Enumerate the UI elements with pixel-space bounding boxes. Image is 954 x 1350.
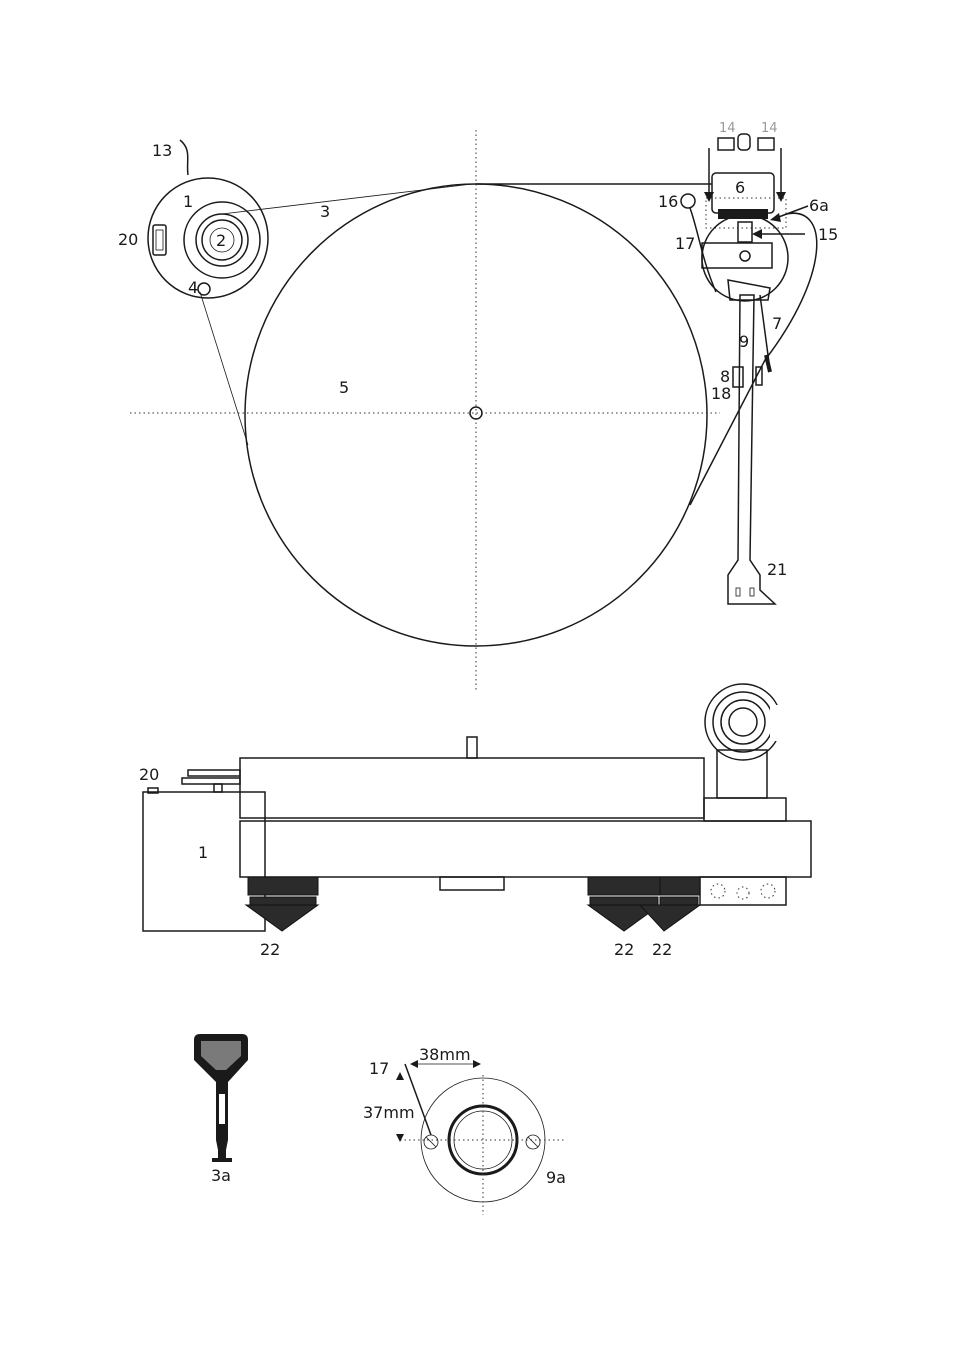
dim-38-arrow-left (410, 1060, 418, 1068)
anti-skate-arrow-head (752, 229, 762, 239)
power-cable (180, 140, 188, 175)
platter-side (240, 758, 704, 818)
label-16: 16 (658, 192, 678, 211)
label-dim-37mm: 37mm (363, 1103, 415, 1122)
headshell-slot-left (736, 588, 740, 596)
arm-pillar-side (717, 750, 767, 798)
connector-3 (761, 884, 775, 898)
label-6a: 6a (809, 196, 829, 215)
arm-mounting-plate: 17 38mm 37mm 9a (363, 1045, 566, 1215)
weight-right (758, 138, 774, 150)
label-20-side: 20 (139, 765, 159, 784)
mount-plate-hole (454, 1111, 512, 1169)
label-13: 13 (152, 141, 172, 160)
pulley-ring-lower (182, 778, 240, 784)
weight-middle (738, 134, 750, 150)
counterweight-rear-ring2 (721, 700, 765, 744)
label-9: 9 (739, 332, 749, 351)
counterweight-cutout (770, 705, 790, 741)
foot-left (246, 877, 318, 931)
motor-switch-inner (156, 230, 163, 250)
label-17-bottom: 17 (369, 1059, 389, 1078)
arrow-right-head (776, 192, 786, 202)
dim-38-arrow-right (473, 1060, 481, 1068)
label-4: 4 (188, 278, 198, 297)
top-view: 13 1 3 20 2 4 5 14 14 6 6a 16 17 15 7 9 … (118, 121, 838, 690)
label-1-top: 1 (183, 192, 193, 211)
label-18: 18 (711, 384, 731, 403)
counterweight-rear-outer (705, 684, 781, 760)
spindle-side (467, 737, 477, 758)
label-5: 5 (339, 378, 349, 397)
item-16-circle (681, 194, 695, 208)
belt-upper (222, 184, 472, 214)
plinth-side (240, 821, 811, 877)
anti-skate-post (738, 222, 752, 242)
label-15: 15 (818, 225, 838, 244)
label-17-top: 17 (675, 234, 695, 253)
motor-hole (198, 283, 210, 295)
arrow-6a-head (770, 213, 781, 222)
arm-base-side (704, 798, 786, 821)
label-dim-38mm: 38mm (419, 1045, 471, 1064)
label-20-top: 20 (118, 230, 138, 249)
label-21: 21 (767, 560, 787, 579)
label-3: 3 (320, 202, 330, 221)
arm-pivot (740, 251, 750, 261)
label-22-right: 22 (652, 940, 672, 959)
label-1-side: 1 (198, 843, 208, 862)
motor-switch-side (148, 788, 158, 793)
label-22-left: 22 (260, 940, 280, 959)
connector-2 (737, 887, 749, 899)
side-view: 20 1 22 22 22 (139, 684, 811, 959)
counterweight-rear-inner (729, 708, 757, 736)
pulley-ring-upper (188, 770, 240, 776)
motor-switch (153, 225, 166, 255)
label-7: 7 (772, 314, 782, 333)
pulley-shaft (214, 784, 222, 792)
belt-tool-slot (219, 1094, 225, 1124)
label-9a: 9a (546, 1168, 566, 1187)
connector-panel (700, 877, 786, 905)
spindle (470, 407, 482, 419)
connector-1 (711, 884, 725, 898)
arm-lift (733, 367, 743, 387)
arm-bearing-yoke (702, 243, 772, 268)
sub-platter-side (440, 877, 504, 890)
belt-lower (200, 292, 248, 445)
label-14-right: 14 (761, 121, 778, 136)
label-3a: 3a (211, 1166, 231, 1185)
tonearm-tube (728, 295, 775, 604)
arrow-6a-line (776, 206, 808, 218)
dim-37-arrow-top (396, 1072, 404, 1080)
headshell-slot-right (750, 588, 754, 596)
foot-right-a (588, 877, 660, 931)
dim-37-arrow-bottom (396, 1134, 404, 1142)
label-22-middle: 22 (614, 940, 634, 959)
counterweight-rear-ring1 (713, 692, 773, 752)
weight-left (718, 138, 734, 150)
belt-tool: 3a (194, 1034, 248, 1185)
pivot-to-screw-line (405, 1064, 431, 1135)
label-14-left: 14 (719, 121, 736, 136)
label-2: 2 (216, 231, 226, 250)
label-6: 6 (735, 178, 745, 197)
cue-lever-knob (766, 355, 770, 372)
